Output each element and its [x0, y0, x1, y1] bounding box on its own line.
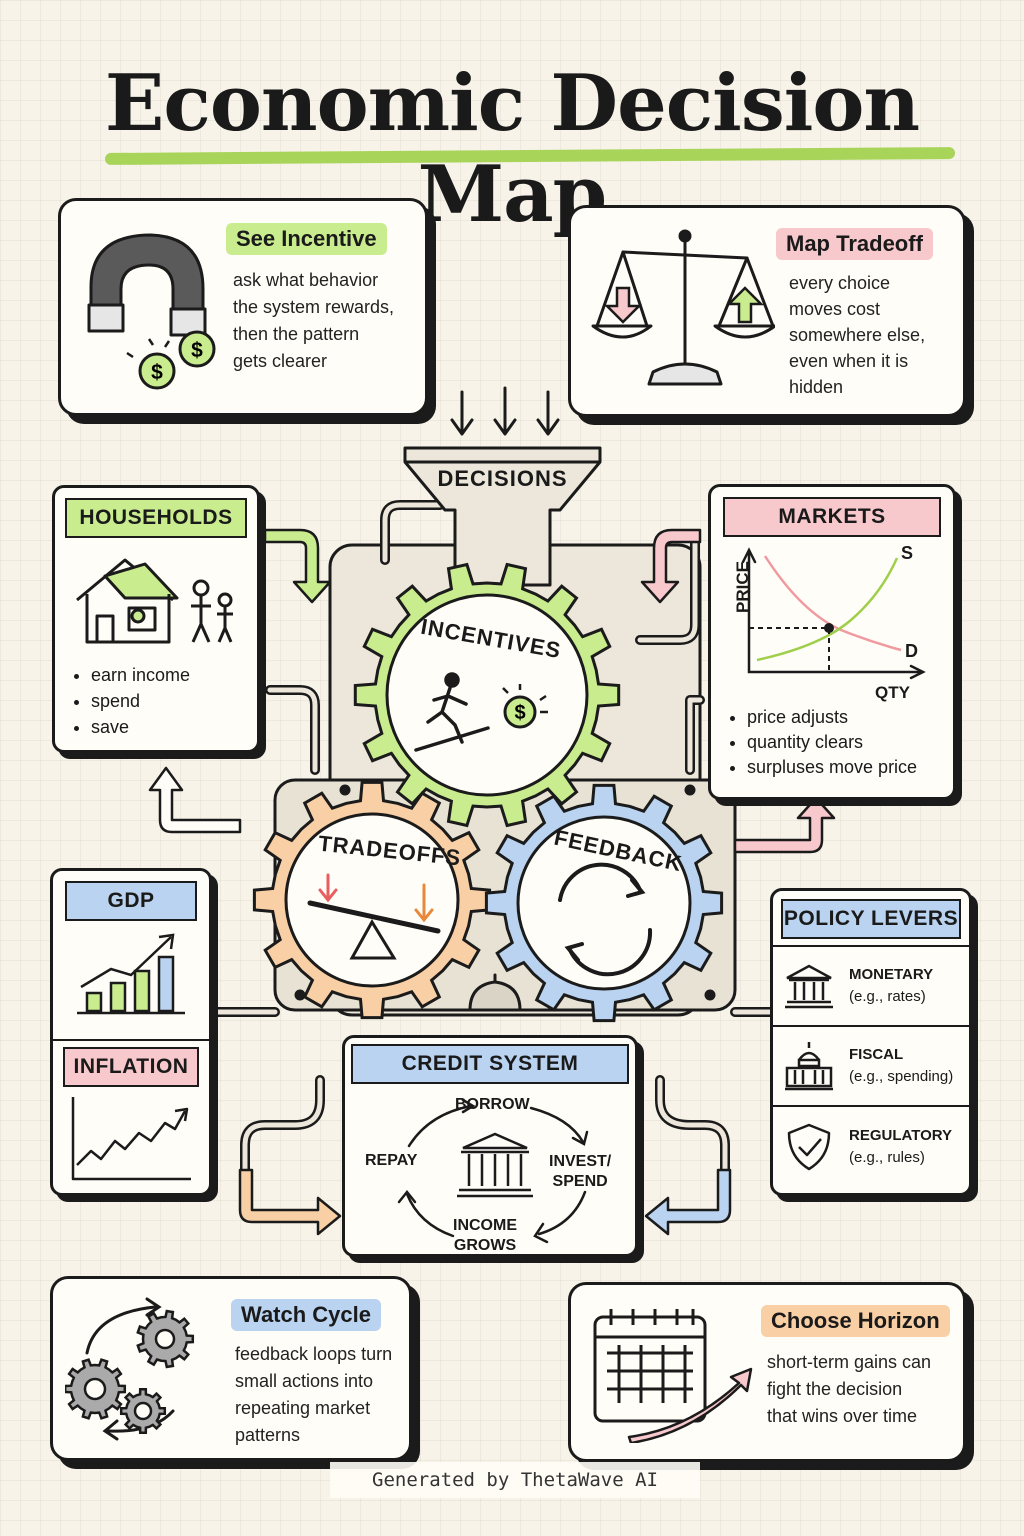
shield-check-icon [787, 1123, 831, 1171]
choose-horizon-label: Choose Horizon [761, 1305, 950, 1337]
circular-arrows-icon [558, 862, 653, 977]
indicators-divider [53, 1039, 209, 1041]
markets-panel: MARKETS PRICE QTY S D price adjusts quan… [708, 484, 956, 800]
demand-label: D [905, 641, 918, 661]
policy-row-regulatory: REGULATORY (e.g., rules) [773, 1107, 969, 1187]
svg-text:$: $ [151, 361, 163, 384]
policy-row-fiscal: FISCAL (e.g., spending) [773, 1027, 969, 1107]
inflation-line-chart-icon [71, 1097, 191, 1181]
seesaw-icon [307, 873, 441, 960]
policy-fiscal-note: (e.g., spending) [849, 1068, 954, 1085]
credit-step-invest: INVEST/SPEND [549, 1153, 612, 1190]
gdp-bar-chart-icon [77, 933, 185, 1015]
markets-axis-price: PRICE [733, 561, 752, 613]
footer-credit: Generated by ThetaWave AI [330, 1462, 700, 1498]
balance-scale-icon [591, 229, 775, 386]
markets-list: price adjusts quantity clears surpluses … [725, 705, 917, 780]
credit-step-borrow: BORROW [455, 1096, 530, 1113]
credit-title: CREDIT SYSTEM [351, 1044, 629, 1084]
svg-text:$: $ [191, 339, 203, 362]
households-list: earn income spend save [69, 662, 190, 740]
demand-curve [763, 555, 902, 652]
households-title: HOUSEHOLDS [65, 498, 247, 538]
house-family-icon [76, 558, 233, 644]
cycle-gears-icon [65, 1297, 195, 1441]
tradeoffs-gear [252, 780, 492, 1020]
policy-monetary-name: MONETARY [849, 966, 934, 983]
policy-regulatory-name: REGULATORY [849, 1127, 953, 1144]
gdp-title: GDP [65, 881, 197, 921]
policy-rows: MONETARY (e.g., rates) FISCAL (e.g., spe… [773, 945, 969, 1187]
watch-cycle-label: Watch Cycle [231, 1299, 382, 1331]
magnet-icon: $ $ [87, 233, 216, 390]
policy-levers-panel: POLICY LEVERS MONETARY (e.g., rates) [770, 888, 972, 1196]
policy-regulatory-note: (e.g., rules) [849, 1149, 925, 1166]
calendar-trend-icon [593, 1309, 753, 1443]
dollar-coin-icon: $ [502, 684, 548, 729]
credit-cycle-diagram [397, 1098, 589, 1244]
markets-axis-qty: QTY [875, 683, 910, 702]
policy-title: POLICY LEVERS [781, 899, 961, 939]
capitol-building-icon [785, 1042, 833, 1091]
svg-text:$: $ [514, 702, 525, 724]
indicators-panel: GDP INFLATION [50, 868, 212, 1196]
supply-demand-chart [741, 547, 926, 680]
central-bank-icon [785, 964, 833, 1009]
equilibrium-point [824, 623, 834, 633]
markets-title: MARKETS [723, 497, 941, 537]
policy-fiscal-name: FISCAL [849, 1046, 904, 1063]
incentives-gear [353, 562, 621, 828]
credit-step-repay: REPAY [365, 1152, 418, 1169]
households-panel: HOUSEHOLDS earn income spend save [52, 485, 260, 753]
policy-row-monetary: MONETARY (e.g., rates) [773, 947, 969, 1027]
runner-icon [414, 672, 490, 752]
credit-bank-icon [457, 1132, 533, 1198]
supply-curve [756, 557, 899, 662]
credit-system-panel: CREDIT SYSTEM BORROW INVEST/SPEND INCOME… [342, 1035, 638, 1257]
supply-label: S [901, 543, 914, 563]
map-tradeoff-label: Map Tradeoff [776, 228, 933, 260]
policy-monetary-note: (e.g., rates) [849, 988, 926, 1005]
page-title: Economic Decision Map [104, 58, 920, 240]
see-incentive-label: See Incentive [226, 223, 387, 255]
inflation-title: INFLATION [63, 1047, 199, 1087]
funnel-label: DECISIONS [437, 466, 568, 491]
